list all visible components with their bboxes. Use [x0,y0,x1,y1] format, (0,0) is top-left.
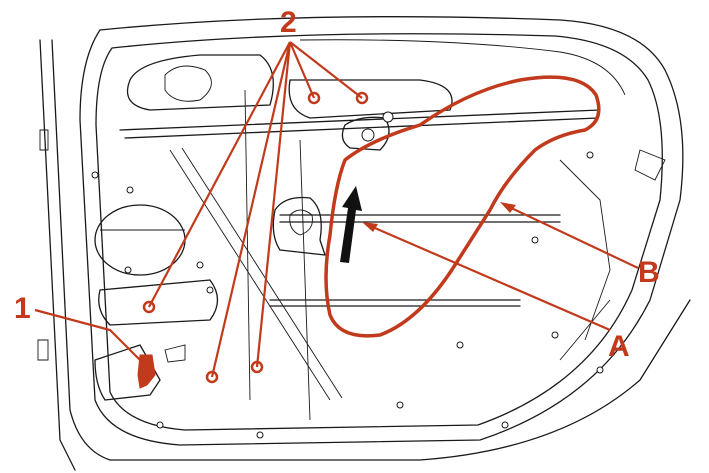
leader-a [367,223,611,332]
up-arrow-icon [340,186,362,263]
leader-2d [210,41,292,378]
leader-lines [34,41,639,378]
fastener-1-bracket [137,354,156,389]
label-2: 2 [280,6,297,39]
leader-1 [34,308,141,361]
arrowhead-b [500,202,516,213]
leader-b [504,204,639,269]
arrowhead-a [362,222,378,232]
inner-panel [37,54,604,439]
door-frame [39,16,691,471]
label-1: 1 [14,292,31,325]
window-regulator [119,89,601,421]
leader-2a [288,41,316,99]
leader-2c [148,41,291,308]
leader-2e [255,41,292,368]
seal-outline-b [324,75,601,338]
label-a: A [608,330,630,363]
label-b: B [638,256,660,289]
leader-2b [289,41,363,99]
